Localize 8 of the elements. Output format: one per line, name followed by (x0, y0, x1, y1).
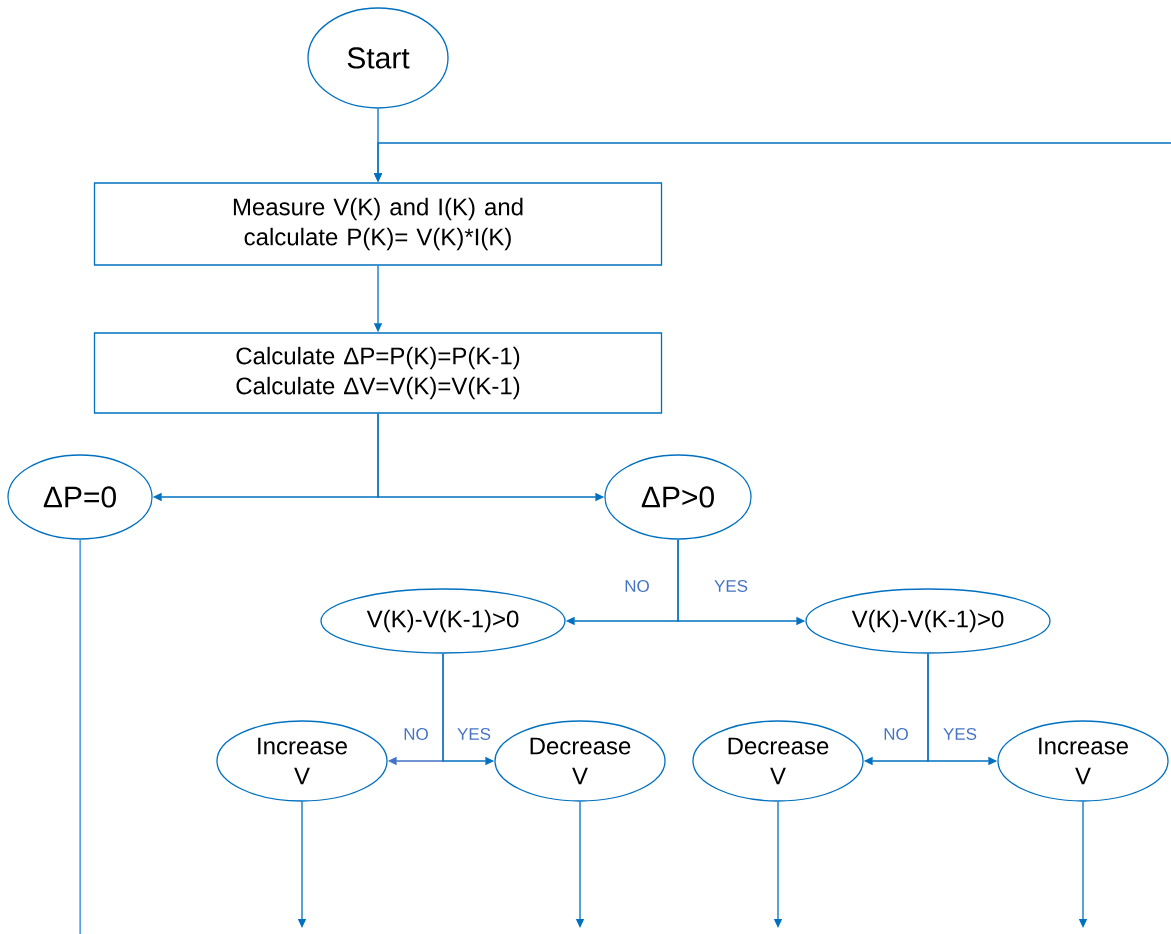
edge-label: YES (456, 726, 492, 741)
edge-label: YES (942, 726, 978, 741)
process-box: Measure V(K) and I(K) and calculate P(K)= V(K)*I(K) (93, 182, 663, 266)
edge-label: YES (713, 578, 749, 593)
process-box: Calculate ΔP=P(K)=P(K-1) Calculate ΔV=V(K)=V(K-1) (93, 332, 663, 414)
edge-label: NO (623, 578, 651, 593)
edge-label: NO (882, 726, 910, 741)
edge-label: NO (402, 726, 430, 741)
